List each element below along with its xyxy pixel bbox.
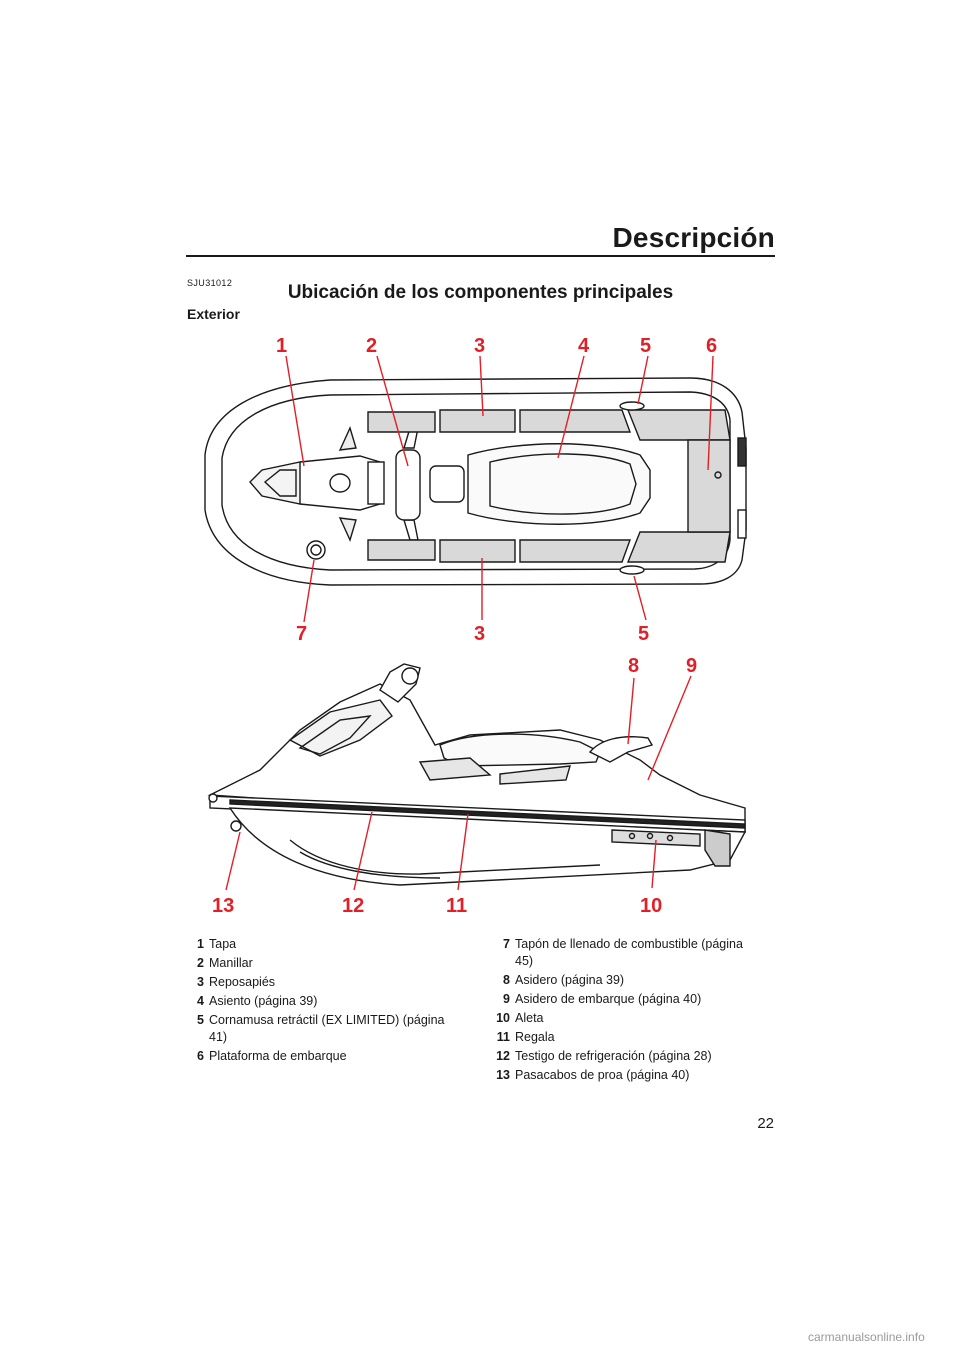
callout-2: 2 — [366, 335, 377, 357]
callout-10: 10 — [640, 895, 662, 917]
page-number: 22 — [757, 1115, 774, 1132]
side-view-callouts: 8 9 13 12 11 10 — [212, 655, 697, 917]
callout-3-top: 3 — [474, 335, 485, 357]
legend-item-5-cont: 41) — [209, 1030, 228, 1044]
callout-3-bottom: 3 — [474, 623, 485, 645]
callout-8: 8 — [628, 655, 639, 677]
callout-7: 7 — [296, 623, 307, 645]
title-rule — [186, 255, 775, 257]
callout-11: 11 — [446, 895, 467, 917]
watermark: carmanualsonline.info — [808, 1330, 925, 1344]
callout-9: 9 — [686, 655, 697, 677]
top-view-callouts: 1 2 3 4 5 6 7 3 5 — [276, 335, 717, 645]
top-view-leaders — [285, 355, 714, 623]
callout-5-bottom: 5 — [638, 623, 649, 645]
callout-4: 4 — [578, 335, 590, 357]
sub-heading: Exterior — [187, 306, 240, 322]
page-heading: Ubicación de los componentes principales — [287, 282, 674, 303]
callout-5-top: 5 — [640, 335, 651, 357]
callout-13: 13 — [212, 895, 234, 917]
section-title: Descripción — [612, 222, 775, 253]
callout-12: 12 — [342, 895, 364, 917]
side-view-leaders — [225, 675, 692, 891]
legend-item-7-cont: 45) — [515, 954, 534, 968]
callout-6: 6 — [706, 335, 717, 357]
section-code: SJU31012 — [187, 278, 233, 288]
top-view-illustration — [204, 377, 747, 586]
callout-1: 1 — [276, 335, 287, 357]
side-view-illustration — [207, 663, 747, 886]
